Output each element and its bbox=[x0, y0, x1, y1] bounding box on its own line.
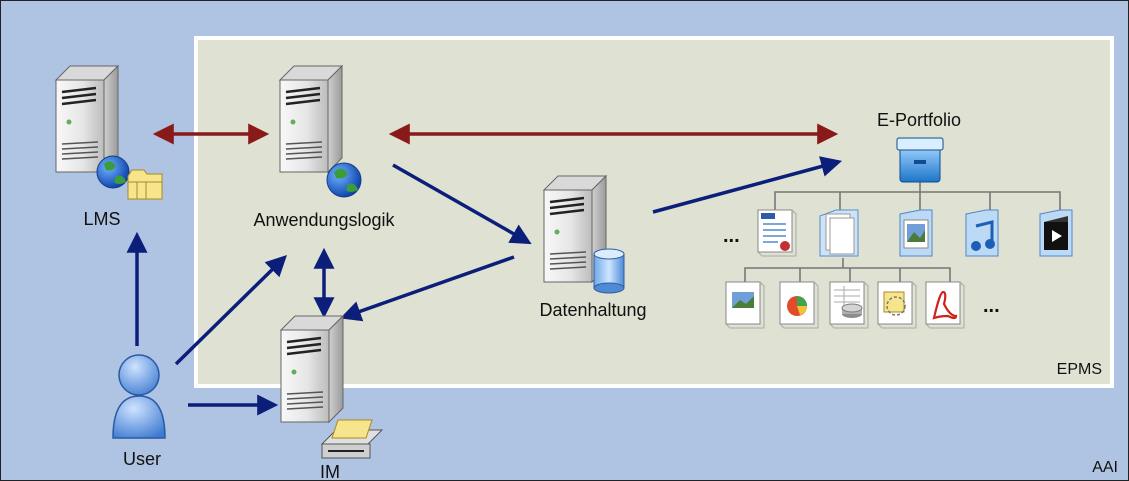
globe-icon bbox=[96, 155, 130, 189]
drawing-document-icon bbox=[877, 281, 917, 329]
database-icon bbox=[593, 248, 625, 294]
label-eportfolio: E-Portfolio bbox=[877, 110, 961, 130]
tree-lines bbox=[744, 182, 1061, 282]
certificate-document-icon bbox=[757, 209, 797, 257]
label-aai: AAI bbox=[1092, 459, 1118, 476]
globe-icon bbox=[326, 162, 362, 198]
image-document-icon bbox=[725, 281, 765, 329]
arrow-datenhaltung-eportfolio bbox=[652, 156, 843, 214]
documents-folder-icon bbox=[819, 209, 859, 257]
pdf-document-icon bbox=[925, 281, 965, 329]
arrow-anwendungslogik-datenhaltung bbox=[392, 163, 532, 245]
user-icon bbox=[112, 354, 166, 439]
ellipsis-files: ... bbox=[983, 295, 1000, 317]
printer-icon bbox=[320, 419, 384, 459]
label-datenhaltung: Datenhaltung bbox=[539, 300, 646, 320]
arrow-user-anwendungslogik bbox=[174, 255, 287, 366]
pictures-folder-icon bbox=[899, 209, 933, 257]
file-cabinet-icon bbox=[896, 137, 944, 183]
arrows bbox=[126, 123, 843, 416]
label-epms: EPMS bbox=[1057, 361, 1102, 378]
label-im: IM bbox=[320, 462, 340, 481]
label-lms: LMS bbox=[83, 209, 120, 229]
label-user: User bbox=[123, 449, 161, 469]
im-server-icon bbox=[279, 314, 345, 424]
anwendungslogik-server-icon bbox=[278, 64, 344, 174]
label-anwendungslogik: Anwendungslogik bbox=[253, 210, 395, 230]
video-folder-icon bbox=[1039, 209, 1073, 257]
database-document-icon bbox=[829, 281, 869, 329]
folders-icon bbox=[127, 169, 163, 200]
music-folder-icon bbox=[965, 209, 999, 257]
chart-document-icon bbox=[779, 281, 819, 329]
ellipsis-documents: ... bbox=[723, 225, 740, 247]
arrow-datenhaltung-im bbox=[340, 255, 515, 322]
